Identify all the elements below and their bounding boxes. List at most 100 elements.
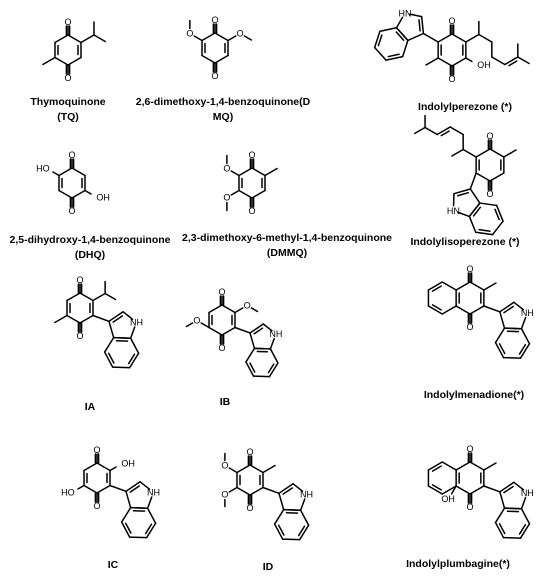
- iip-name: Indolylisoperezone (*): [410, 236, 520, 248]
- atom-oxygen: O: [186, 29, 193, 39]
- bond: [228, 486, 238, 493]
- bond: [441, 281, 457, 291]
- bond: [146, 507, 157, 525]
- atom-oxygen: O: [68, 206, 75, 216]
- bond: [253, 327, 264, 335]
- bond: [427, 485, 444, 495]
- bond: [483, 282, 497, 291]
- bond: [298, 524, 310, 541]
- bond: [479, 202, 498, 207]
- bond: [58, 167, 73, 177]
- bond: [67, 56, 82, 66]
- bond: [475, 148, 491, 158]
- bond: [208, 326, 223, 336]
- ip-name: Indolylperezone (*): [418, 101, 512, 113]
- bond: [425, 57, 439, 66]
- bond: [478, 33, 493, 43]
- bond: [499, 311, 506, 329]
- bond: [129, 337, 140, 355]
- bond: [124, 522, 132, 534]
- caption-ip: Indolylperezone (*): [395, 100, 535, 115]
- caption-id: ID: [248, 560, 288, 575]
- dmmq-name: 2,3-dimethoxy-6-methyl-1,4-benzoquinone: [181, 232, 393, 244]
- bond: [122, 311, 134, 320]
- bond: [469, 172, 477, 190]
- bond: [395, 31, 405, 41]
- bond: [424, 126, 438, 136]
- bond: [513, 481, 525, 491]
- bond: [251, 189, 266, 199]
- bond: [453, 188, 472, 195]
- bond: [494, 507, 506, 524]
- bond: [413, 126, 426, 135]
- dhq-name: 2,5-dihydroxy-1,4-benzoquinone: [9, 234, 171, 246]
- bond: [236, 464, 251, 474]
- bond: [451, 148, 464, 157]
- bond: [462, 148, 477, 158]
- bond: [373, 46, 387, 61]
- bond: [489, 148, 505, 158]
- bond: [494, 208, 500, 221]
- bond: [234, 326, 251, 334]
- bond: [128, 536, 148, 539]
- tq-name: Thymoquinone: [30, 96, 106, 108]
- bond: [441, 305, 457, 315]
- bond: [449, 126, 464, 136]
- bond: [427, 281, 444, 291]
- bond: [297, 525, 306, 537]
- bond: [249, 332, 256, 350]
- bond: [146, 496, 153, 509]
- bond: [227, 35, 237, 42]
- bond: [66, 314, 81, 324]
- bond: [494, 341, 505, 359]
- bond: [245, 361, 255, 377]
- bond: [499, 491, 506, 509]
- caption-imn: Indolylmenadione(*): [415, 388, 533, 403]
- atom-amine: NH: [269, 329, 282, 339]
- bond: [508, 60, 518, 67]
- atom-oxygen: O: [218, 343, 225, 353]
- bond: [377, 34, 383, 47]
- tq-abbr: (TQ): [57, 111, 79, 123]
- bond: [483, 462, 497, 471]
- bond: [465, 33, 480, 43]
- bond: [387, 53, 400, 58]
- bond: [214, 54, 229, 64]
- atom-oxygen: O: [486, 131, 493, 141]
- bond: [104, 292, 117, 301]
- bond: [243, 35, 253, 41]
- bond: [519, 523, 531, 539]
- atom-amine: NH: [147, 487, 160, 497]
- bond: [469, 305, 485, 315]
- bond: [469, 485, 485, 495]
- bond: [494, 521, 505, 539]
- structure-tq: OO: [42, 17, 106, 83]
- bond: [503, 149, 517, 158]
- bond: [456, 191, 470, 197]
- atom-amine_left: HN: [447, 206, 460, 216]
- bond: [230, 170, 240, 177]
- bond: [253, 347, 272, 350]
- bond: [79, 314, 94, 324]
- bond: [489, 172, 505, 182]
- bond: [518, 523, 527, 535]
- bond: [120, 521, 131, 538]
- bond: [455, 305, 471, 315]
- bond: [503, 305, 514, 314]
- caption-ic: IC: [93, 558, 133, 573]
- bond: [520, 496, 527, 510]
- bond: [499, 481, 515, 493]
- bond: [494, 327, 506, 344]
- caption-ia: IA: [70, 400, 110, 415]
- bond: [236, 486, 251, 496]
- bond: [468, 202, 481, 218]
- dmbq-name: 2,6-dimethoxy-1,4-benzoquinone(D: [135, 96, 311, 108]
- bond: [469, 281, 485, 291]
- bond: [455, 485, 471, 495]
- bond: [144, 523, 153, 535]
- bond: [519, 343, 531, 359]
